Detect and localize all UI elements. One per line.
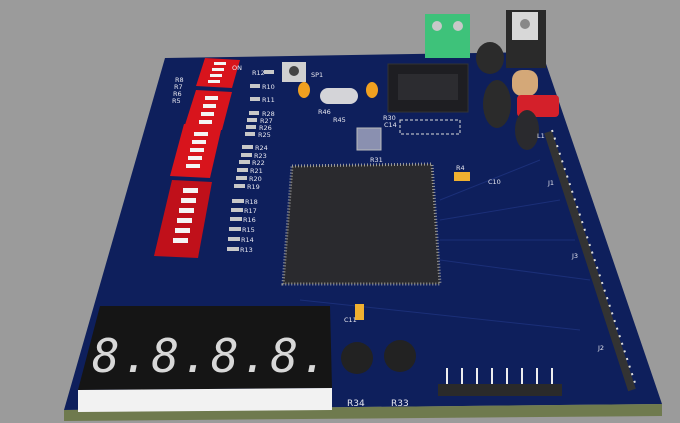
dip-switch-levers[interactable] <box>173 62 226 243</box>
smd-resistors <box>227 70 274 251</box>
silkscreen-label: R30 <box>383 114 396 122</box>
crystal-oscillator <box>320 88 358 104</box>
silkscreen-label: R46 <box>318 108 331 116</box>
silkscreen-label: R8 <box>175 76 184 84</box>
dip-switch-bank[interactable] <box>154 58 240 258</box>
silkscreen-label: R5 <box>172 97 181 105</box>
silkscreen-label: R24 <box>255 144 268 152</box>
ic-c10-smd <box>454 172 470 181</box>
silkscreen-label: R19 <box>247 183 260 191</box>
silkscreen-label: R28 <box>262 110 275 118</box>
heatsink-hole <box>520 19 530 29</box>
led-yellow-2 <box>366 82 378 98</box>
pin-header-bottom[interactable] <box>438 368 562 396</box>
silkscreen-label: C14 <box>384 121 397 129</box>
screw-icon[interactable] <box>453 21 463 31</box>
led-yellow-1 <box>298 82 310 98</box>
silkscreen-label: R27 <box>260 117 273 125</box>
silkscreen-label: SP1 <box>311 71 323 79</box>
buzzer-2 <box>384 340 416 372</box>
silkscreen-label: R31 <box>370 156 383 164</box>
silkscreen-label: J2 <box>597 344 604 352</box>
silkscreen-label: J3 <box>571 252 578 260</box>
silkscreen-label: R16 <box>243 216 256 224</box>
silkscreen-label: R15 <box>242 226 255 234</box>
small-ic <box>356 127 382 151</box>
silkscreen-label: ON <box>232 64 242 72</box>
copper-traces <box>299 159 591 331</box>
pin-header-right[interactable] <box>544 129 637 392</box>
seven-segment-display <box>78 306 332 390</box>
silkscreen-label: R10 <box>262 83 275 91</box>
silkscreen-label: R23 <box>254 152 267 160</box>
microcontroller-chip <box>281 162 442 286</box>
pcb-board-edge <box>64 404 662 421</box>
screw-terminal[interactable] <box>425 14 470 58</box>
silkscreen-label: C10 <box>488 178 501 186</box>
silkscreen-label: R4 <box>456 164 465 172</box>
display-side <box>78 388 332 412</box>
silkscreen-label: R12 <box>252 69 265 77</box>
silkscreen-label: R7 <box>174 83 183 91</box>
screw-icon[interactable] <box>432 21 442 31</box>
silkscreen-label: R22 <box>252 159 265 167</box>
silkscreen-label: R21 <box>250 167 263 175</box>
smd-resistor-array <box>399 119 461 135</box>
ic-c11-smd <box>355 304 364 320</box>
silkscreen-label: R6 <box>173 90 182 98</box>
silkscreen-label: R26 <box>259 124 272 132</box>
dip-switch-2[interactable] <box>184 90 232 130</box>
silkscreen-label: C11 <box>344 316 357 324</box>
buzzer-1 <box>341 342 373 374</box>
electrolytic-capacitor-2 <box>483 80 511 128</box>
silkscreen-label: R17 <box>244 207 257 215</box>
silkscreen-labels: R8 R7 R6 R5 R12 R10 R11 SP1 R28 R27 R26 … <box>172 64 604 409</box>
silkscreen-label: R25 <box>258 131 271 139</box>
silkscreen-label: R11 <box>262 96 275 104</box>
silkscreen-label: R14 <box>241 236 254 244</box>
silkscreen-label: L1 <box>537 132 545 140</box>
box-header-socket <box>398 74 458 100</box>
silkscreen-label: R20 <box>249 175 262 183</box>
silkscreen-label: R13 <box>240 246 253 254</box>
silkscreen-label: R18 <box>245 198 258 206</box>
silkscreen-label: R45 <box>333 116 346 124</box>
silkscreen-label: J1 <box>547 179 554 187</box>
silkscreen-label: R34 <box>347 399 365 409</box>
led-black-l1 <box>515 110 539 150</box>
silkscreen-label: R33 <box>391 399 409 409</box>
push-button-cap[interactable] <box>289 66 299 76</box>
dip-switch-1[interactable] <box>196 58 240 88</box>
inductor <box>512 70 538 96</box>
electrolytic-capacitor-1 <box>476 42 504 74</box>
